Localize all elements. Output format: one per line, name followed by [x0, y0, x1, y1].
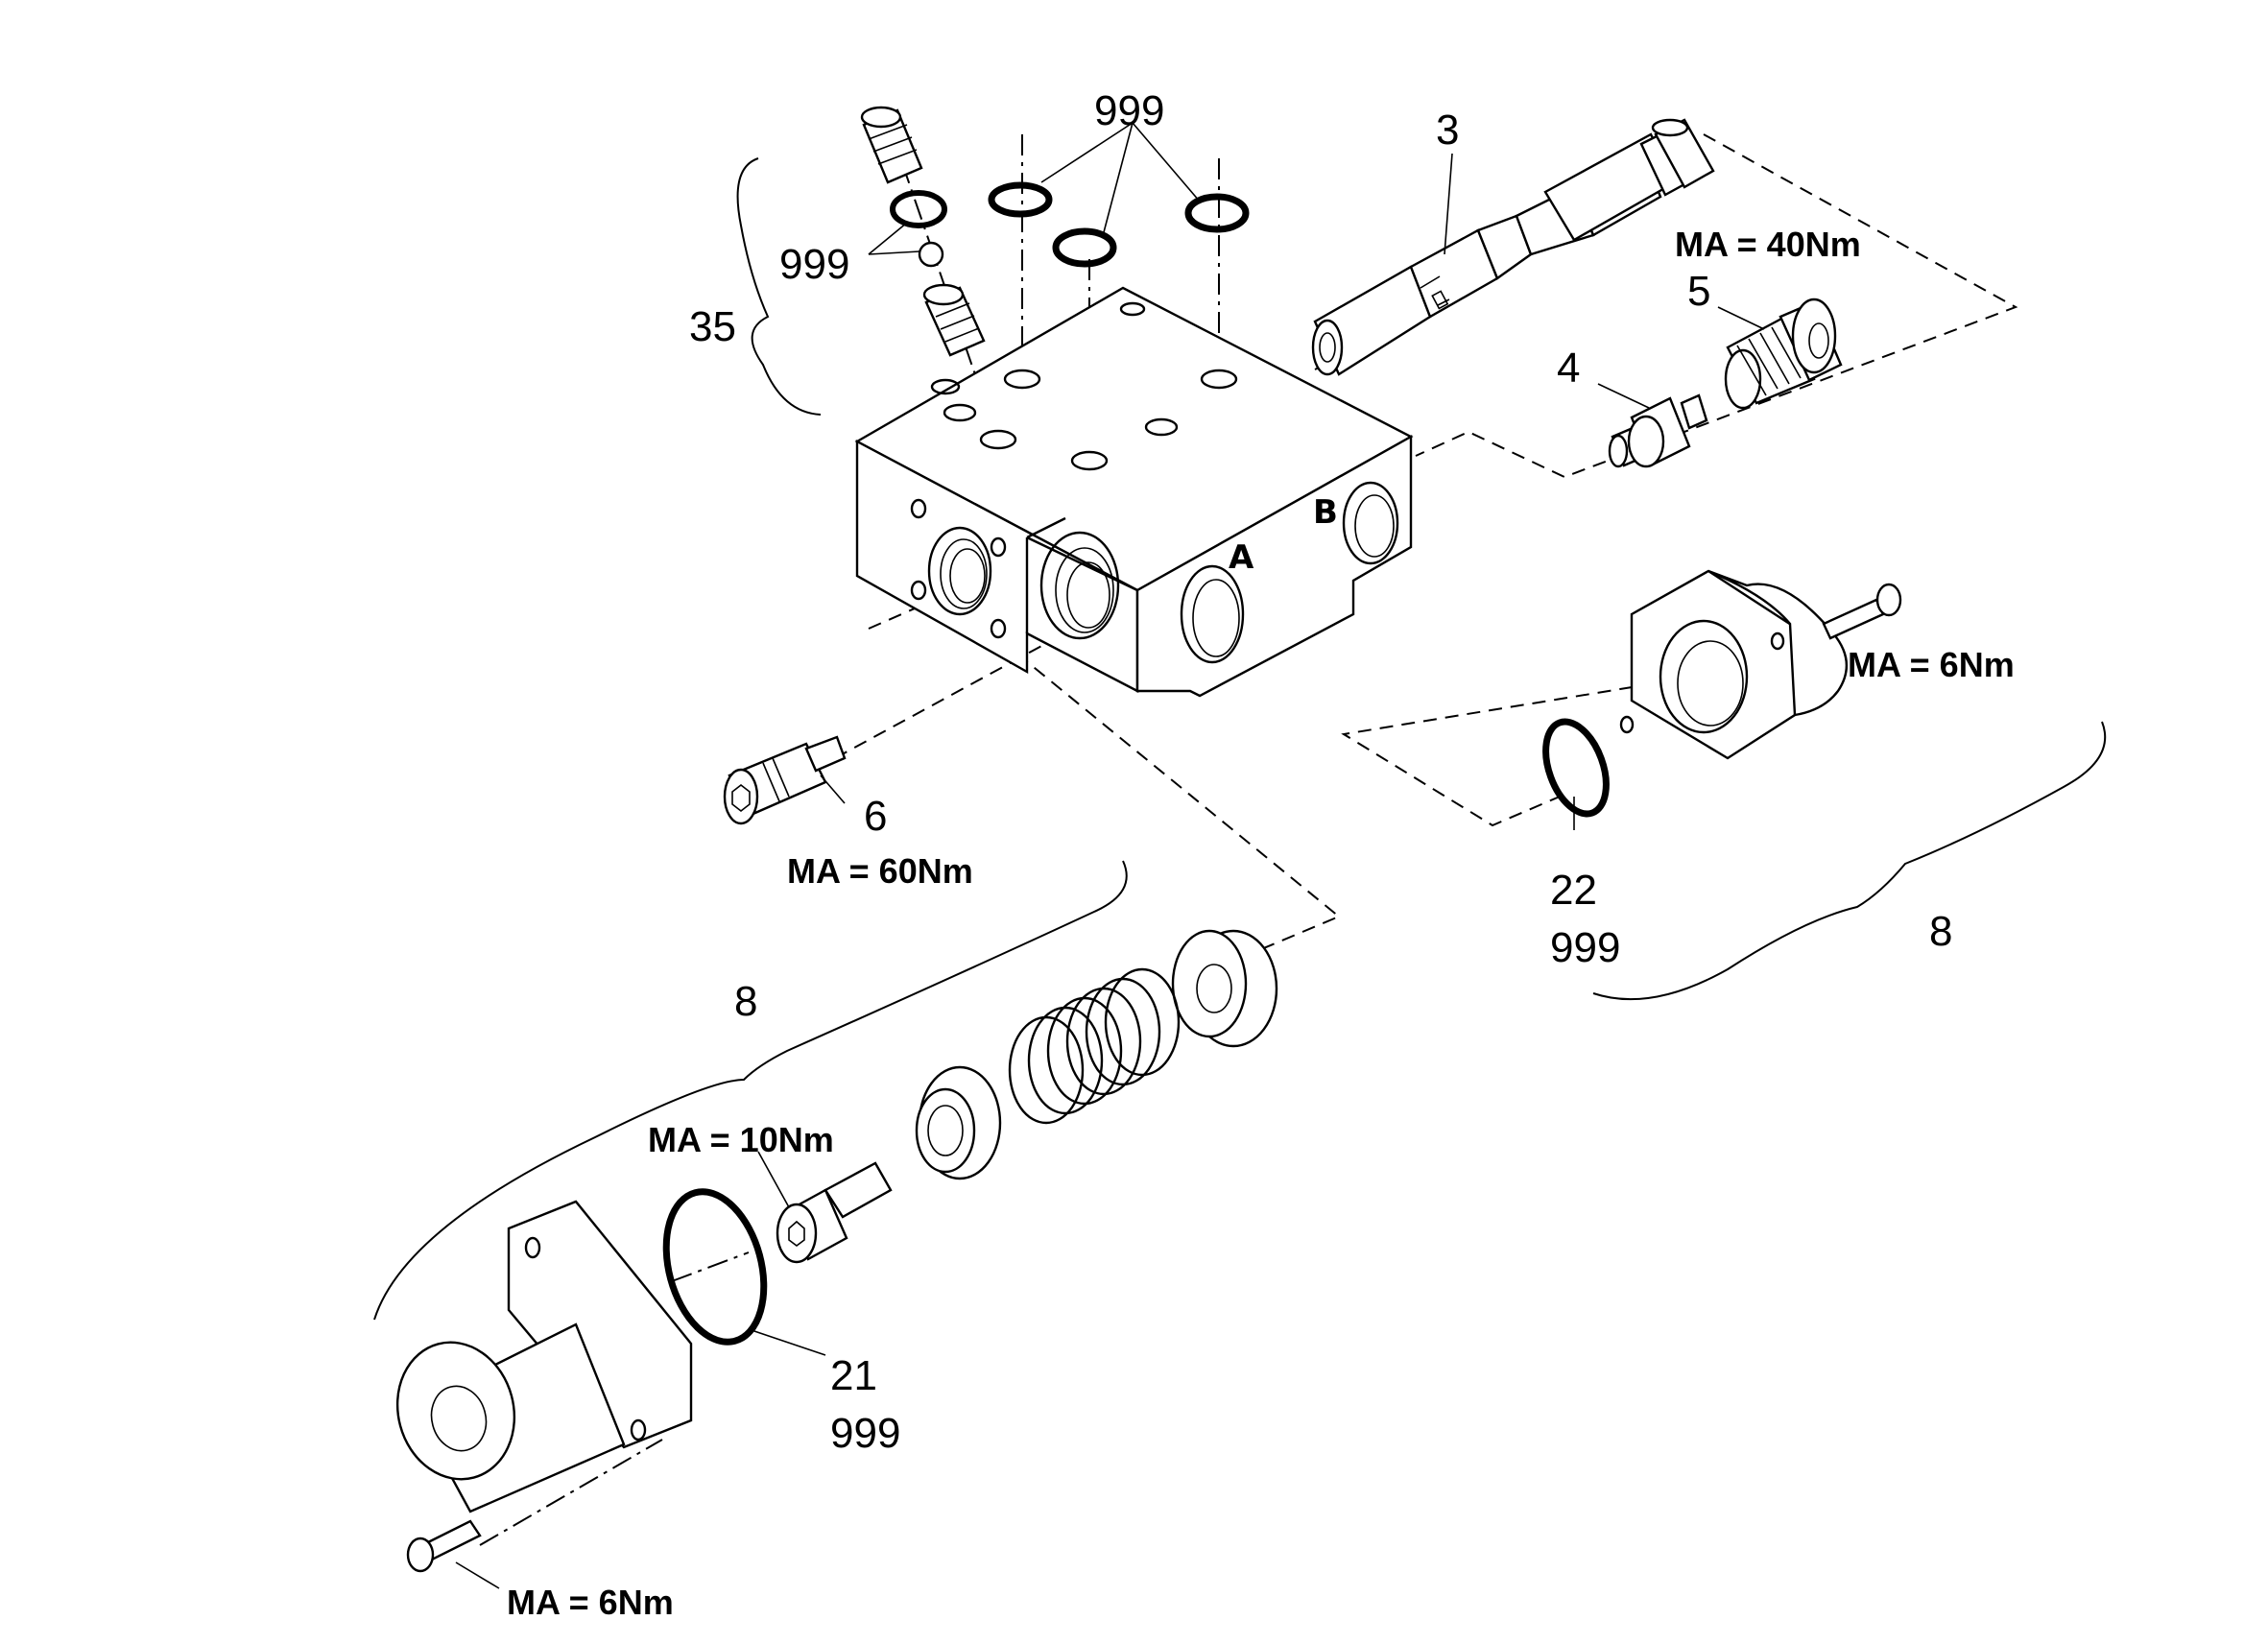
screw-left — [406, 1519, 482, 1573]
leader-999-left — [868, 222, 908, 255]
callout-8-right: 8 — [1929, 908, 1952, 955]
centerline-left-bolt — [479, 1439, 663, 1546]
centerline-spring — [671, 1251, 750, 1282]
callout-999-left-ring: 999 — [830, 1410, 900, 1457]
port-hole-left — [927, 526, 992, 616]
leader-3 — [1444, 153, 1453, 255]
spool — [1311, 118, 1715, 376]
dash-link-left-assembly — [868, 593, 1341, 956]
leader-4 — [1597, 383, 1650, 409]
callout-3: 3 — [1436, 107, 1459, 154]
spring-seat-lower — [915, 1065, 1002, 1180]
brace-8-left — [373, 860, 1128, 1321]
plug-6 — [723, 735, 847, 825]
port-label-b: B — [1313, 493, 1338, 532]
check-plug-upper — [860, 106, 923, 184]
port-hole-b — [1342, 481, 1399, 565]
piston-4 — [1608, 393, 1708, 468]
o-ring-top-left — [890, 190, 947, 228]
cover-left — [395, 1200, 693, 1513]
callout-8-left: 8 — [734, 978, 757, 1025]
o-ring-21 — [662, 1188, 768, 1346]
brace-35 — [736, 157, 822, 416]
spring — [1008, 967, 1181, 1125]
leader-6nm-left — [455, 1561, 500, 1589]
o-ring-top-1 — [988, 181, 1053, 218]
screw-right — [1822, 583, 1902, 640]
callout-35: 35 — [689, 303, 736, 350]
o-ring-top-3 — [1184, 193, 1250, 233]
port-hole-center — [1039, 531, 1120, 640]
leader-5 — [1717, 306, 1765, 330]
callout-6: 6 — [864, 793, 887, 840]
torque-10nm: MA = 10Nm — [648, 1120, 834, 1159]
spring-seat-upper — [1171, 929, 1278, 1048]
leader-21 — [748, 1328, 826, 1356]
o-ring-top-2 — [1052, 227, 1117, 268]
torque-6nm-left: MA = 6Nm — [507, 1583, 674, 1622]
torque-40nm: MA = 40Nm — [1675, 225, 1861, 264]
cover-right — [1619, 569, 1849, 760]
plug-5 — [1724, 298, 1843, 410]
brace-8-right — [1592, 721, 2107, 1001]
screw-10nm — [776, 1161, 893, 1264]
dash-link-upper-right — [1415, 133, 2018, 479]
check-ball — [918, 241, 944, 268]
o-ring-22 — [1542, 718, 1610, 818]
callout-999-left: 999 — [779, 241, 849, 288]
valve-block — [854, 286, 1414, 698]
leader-6 — [820, 774, 846, 804]
callout-4: 4 — [1557, 345, 1580, 392]
torque-6nm-right: MA = 6Nm — [1848, 645, 2015, 684]
callout-21: 21 — [830, 1352, 877, 1399]
leader-999-top — [1040, 122, 1134, 183]
leader-10nm — [757, 1151, 790, 1208]
torque-60nm: MA = 60Nm — [787, 851, 973, 891]
callout-22: 22 — [1550, 867, 1597, 914]
callout-999-top: 999 — [1094, 87, 1164, 134]
dash-link-right-assembly — [1341, 661, 1786, 827]
callout-999-right-ring: 999 — [1550, 924, 1620, 971]
check-plug-lower — [922, 283, 986, 357]
port-hole-a — [1180, 564, 1245, 664]
callout-5: 5 — [1687, 268, 1710, 315]
port-label-a: A — [1229, 538, 1254, 577]
